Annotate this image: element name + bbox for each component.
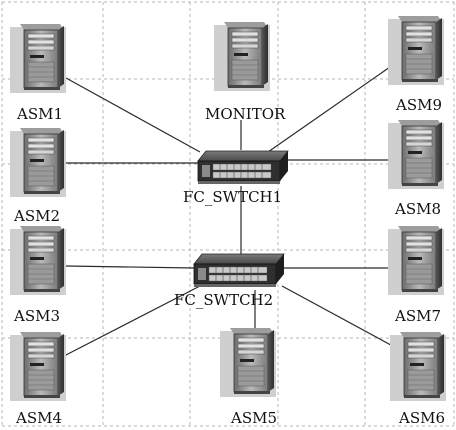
link-asm1-switch1 — [65, 77, 201, 153]
switch-icon — [197, 150, 289, 185]
node-label-asm2: ASM2 — [13, 207, 60, 225]
server-asm2: ASM2 — [9, 127, 67, 225]
server-asm3: ASM3 — [9, 225, 67, 325]
server-asm7: ASM7 — [387, 225, 445, 325]
node-label-asm9: ASM9 — [395, 96, 442, 114]
node-label-asm7: ASM7 — [394, 307, 441, 325]
server-icon — [387, 119, 445, 190]
link-asm9-switch1 — [267, 59, 401, 153]
server-monitor: MONITOR — [205, 21, 286, 123]
server-asm1: ASM1 — [9, 23, 67, 123]
link-asm6-switch2 — [281, 285, 401, 351]
server-asm4: ASM4 — [9, 331, 67, 427]
server-icon — [9, 23, 67, 94]
node-label-asm3: ASM3 — [13, 307, 60, 325]
node-label-asm1: ASM1 — [16, 105, 63, 123]
node-label-fc-swtch1: FC_SWTCH1 — [183, 188, 282, 206]
node-label-asm8: ASM8 — [394, 200, 441, 218]
switch-fc-swtch2: FC_SWTCH2 — [174, 253, 285, 309]
server-icon — [389, 331, 447, 402]
server-asm5: ASM5 — [219, 327, 277, 427]
server-icon — [9, 127, 67, 198]
switch-icon — [193, 253, 285, 288]
switch-fc-swtch1: FC_SWTCH1 — [183, 150, 289, 206]
node-label-asm5: ASM5 — [230, 409, 277, 427]
node-label-asm4: ASM4 — [15, 409, 62, 427]
server-icon — [387, 225, 445, 296]
server-asm8: ASM8 — [387, 119, 445, 218]
server-icon — [9, 225, 67, 296]
server-asm9: ASM9 — [387, 15, 445, 114]
node-label-asm6: ASM6 — [398, 409, 445, 427]
server-asm6: ASM6 — [389, 331, 447, 427]
link-asm3-switch2 — [65, 265, 195, 269]
server-icon — [219, 327, 277, 398]
links — [63, 59, 401, 357]
server-icon — [9, 331, 67, 402]
server-icon — [387, 15, 445, 86]
server-icon — [213, 21, 271, 92]
node-label-monitor: MONITOR — [205, 105, 286, 123]
link-asm4-switch2 — [63, 285, 201, 357]
node-label-fc-swtch2: FC_SWTCH2 — [174, 291, 273, 309]
